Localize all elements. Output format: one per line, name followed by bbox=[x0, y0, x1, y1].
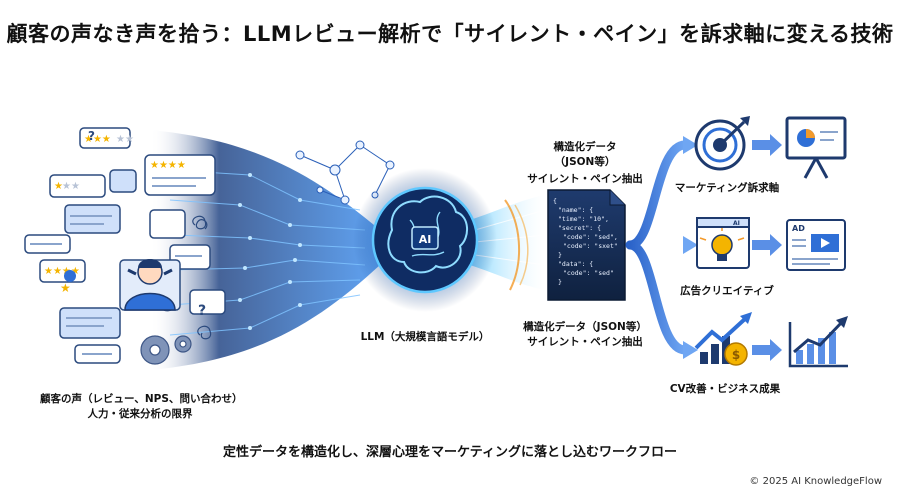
marketing-appeal-label: マーケティング訴求軸 bbox=[674, 182, 780, 194]
gear-icon bbox=[140, 335, 192, 365]
structured-bottom-line2: サイレント・ペイン抽出 bbox=[527, 336, 643, 348]
ad-window-icon: AD bbox=[786, 219, 846, 271]
svg-text:$: $ bbox=[732, 348, 740, 362]
workflow-diagram: AI ★★★★★ ★★★★ ★★★ ★★★★ bbox=[24, 116, 848, 370]
star-icon: ★★★★ bbox=[150, 160, 186, 171]
structured-bottom-line1: 構造化データ（JSON等） bbox=[523, 321, 647, 333]
svg-text:}: } bbox=[558, 278, 562, 286]
confusion-scribble-icon bbox=[192, 215, 208, 230]
json-document: { "name": { "time": "10", "secret": { "c… bbox=[547, 189, 626, 301]
lightbulb-window-icon: AI bbox=[696, 217, 750, 269]
cv-results-label: CV改善・ビジネス成果 bbox=[669, 383, 781, 395]
growth-bars-coin-icon: $ bbox=[694, 312, 752, 366]
svg-text:?: ? bbox=[88, 129, 95, 143]
review-bubble bbox=[79, 127, 131, 149]
presentation-board-icon bbox=[785, 116, 847, 179]
svg-text:★★: ★★ bbox=[116, 134, 134, 145]
svg-text:"code": "sed",: "code": "sed", bbox=[563, 233, 618, 241]
user-avatar-icon bbox=[64, 270, 76, 282]
svg-text:★★: ★★ bbox=[62, 181, 80, 192]
rising-chart-icon bbox=[788, 316, 848, 368]
customer-voices-cluster: ★★★★★ ★★★★ ★★★ ★★★★ ? ? bbox=[24, 127, 226, 365]
svg-text:AD: AD bbox=[792, 224, 805, 233]
page-title: 顧客の声なき声を拾う：LLMレビュー解析で「サイレント・ペイン」を訴求軸に変える… bbox=[6, 22, 894, 46]
left-caption-line2: 人力・従来分析の限界 bbox=[87, 408, 193, 420]
svg-text:}: } bbox=[558, 251, 562, 259]
svg-text:"data": {: "data": { bbox=[558, 260, 593, 268]
svg-text:"secret": {: "secret": { bbox=[558, 224, 601, 232]
svg-text:"code": "sxet": "code": "sxet" bbox=[563, 242, 618, 250]
svg-text:"code": "sed": "code": "sed" bbox=[563, 269, 614, 277]
copyright: © 2025 AI KnowledgeFlow bbox=[749, 476, 882, 487]
svg-text:{: { bbox=[553, 197, 557, 205]
structured-top-line2: （JSON等） bbox=[554, 156, 616, 168]
llm-brain: AI bbox=[353, 168, 497, 312]
secondary-arrows bbox=[752, 134, 782, 361]
frustrated-person-icon bbox=[119, 259, 181, 311]
output-arrows bbox=[625, 140, 690, 355]
star-icon: ★★★ bbox=[84, 134, 111, 145]
structured-top-line3: サイレント・ペイン抽出 bbox=[527, 173, 643, 185]
left-caption-line1: 顧客の声（レビュー、NPS、問い合わせ） bbox=[40, 393, 243, 405]
svg-text:★: ★ bbox=[54, 181, 63, 192]
ad-creative-label: 広告クリエイティブ bbox=[680, 285, 774, 297]
question-mark-icon: ? bbox=[198, 303, 206, 319]
structured-top-line1: 構造化データ bbox=[553, 141, 617, 153]
svg-text:AI: AI bbox=[733, 220, 740, 227]
workflow-subtitle: 定性データを構造化し、深層心理をマーケティングに落とし込むワークフロー bbox=[223, 445, 677, 460]
target-icon bbox=[694, 116, 750, 171]
svg-text:★★★★: ★★★★ bbox=[44, 266, 80, 277]
ai-badge: AI bbox=[419, 233, 432, 246]
center-caption: LLM（大規模言語モデル） bbox=[360, 331, 490, 343]
star-icon: ★ bbox=[60, 281, 71, 295]
svg-text:"name": {: "name": { bbox=[558, 206, 593, 214]
svg-text:"time": "10",: "time": "10", bbox=[558, 215, 609, 223]
